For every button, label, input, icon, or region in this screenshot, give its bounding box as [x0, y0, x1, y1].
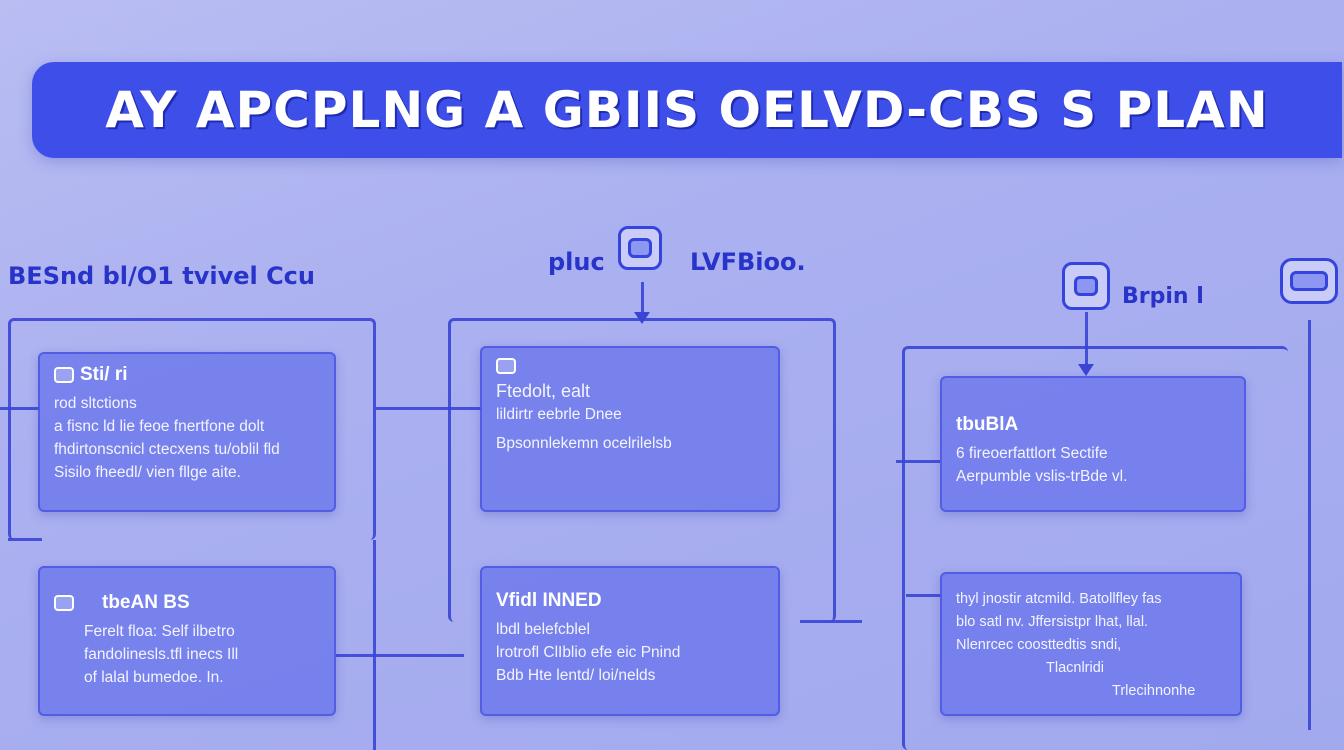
card-top-left-line: rod sltctions — [54, 395, 137, 412]
right-drop-line — [1085, 312, 1088, 368]
center-app-icon-glyph — [628, 238, 652, 258]
card-top-right-line: 6 fireoerfattlort Sectife — [956, 445, 1108, 462]
connector-right-entry — [896, 460, 940, 463]
right-frame — [902, 346, 1288, 750]
card-bottom-left-heading: tbeAN BS — [54, 592, 320, 614]
right-app-icon — [1062, 262, 1110, 310]
card-top-right-heading: tbuBlA — [956, 414, 1230, 436]
card-bottom-left-line: fandolinesls.tfl inecs Ill — [84, 646, 239, 663]
left-bottom-rail — [373, 540, 376, 750]
center-drop-line — [641, 282, 644, 318]
center-frame-foot — [800, 620, 862, 623]
card-bottom-right-line: thyl jnostir atcmild. Batollfley fas — [956, 591, 1162, 607]
card-top-center: Ftedolt, ealt lildirtr eebrle Dnee Bpson… — [480, 346, 780, 512]
card-bottom-left-icon — [54, 595, 74, 611]
card-top-center-icon — [496, 358, 516, 374]
card-bottom-left: tbeAN BS Ferelt floa: Self ilbetro fando… — [38, 566, 336, 716]
center-left-label: pluc — [548, 248, 605, 276]
center-drop-arrow — [634, 312, 650, 324]
card-bottom-right-line: Trlecihnonhe — [1112, 683, 1196, 699]
card-bottom-center-heading: Vfidl INNED — [496, 590, 764, 612]
card-bottom-left-line: of lalal bumedoe. In. — [84, 669, 224, 686]
card-bottom-center-title: Vfidl INNED — [496, 590, 602, 611]
connector-bottom-left — [336, 654, 464, 657]
far-right-icon — [1280, 258, 1338, 304]
right-outer-rail — [1308, 320, 1311, 730]
card-top-center-line: Bpsonnlekemn ocelrilelsb — [496, 435, 672, 452]
card-bottom-center: Vfidl INNED lbdl belefcblel lrotrofl ClI… — [480, 566, 780, 716]
card-top-left-icon — [54, 367, 74, 383]
title-banner: AY APCPLNG A GBIIS OELVD-CBS S PLAN — [32, 62, 1342, 158]
card-top-left-line: Sisilo fheedl/ vien fllge aite. — [54, 464, 241, 481]
card-top-left-line: fhdirtonscnicl ctecxens tu/oblil fld — [54, 441, 280, 458]
right-drop-arrow — [1078, 364, 1094, 376]
card-top-center-line: Ftedolt, ealt — [496, 381, 591, 401]
left-frame-bottom — [8, 538, 42, 541]
left-frame-top — [8, 318, 376, 540]
right-app-icon-glyph — [1074, 276, 1098, 296]
far-right-icon-glyph — [1290, 271, 1328, 291]
card-top-right-title: tbuBlA — [956, 414, 1019, 435]
card-bottom-right-line: Nlenrcec coosttedtis sndi, — [956, 637, 1122, 653]
card-bottom-center-line: lrotrofl ClIblio efe eic Pnind — [496, 644, 681, 661]
card-bottom-center-line: Bdb Hte lentd/ loi/nelds — [496, 667, 656, 684]
center-right-label: LVFBioo. — [690, 248, 806, 276]
card-top-left-line: a fisnc ld lie feoe fnertfone dolt — [54, 418, 265, 435]
card-bottom-left-title: tbeAN BS — [102, 592, 190, 613]
card-top-right: tbuBlA 6 fireoerfattlort Sectife Aerpumb… — [940, 376, 1246, 512]
card-bottom-right-line: blo satl nv. Jffersistpr lhat, llal. — [956, 614, 1149, 630]
diagram-title: AY APCPLNG A GBIIS OELVD-CBS S PLAN — [105, 81, 1269, 139]
card-bottom-right: thyl jnostir atcmild. Batollfley fas blo… — [940, 572, 1242, 716]
connector-right-lower — [906, 594, 942, 597]
connector-left-to-center — [376, 407, 482, 410]
card-top-center-line: lildirtr eebrle Dnee — [496, 406, 622, 423]
card-top-center-heading — [496, 358, 764, 374]
connector-left-stub — [0, 407, 40, 410]
left-header-label: BESnd bl/O1 tvivel Ccu — [8, 262, 315, 290]
card-bottom-right-line: Tlacnlridi — [1046, 660, 1105, 676]
card-bottom-center-line: lbdl belefcblel — [496, 621, 590, 638]
card-top-left-title: Sti/ ri — [80, 364, 128, 385]
card-top-left: Sti/ ri rod sltctions a fisnc ld lie feo… — [38, 352, 336, 512]
center-app-icon — [618, 226, 662, 270]
card-top-right-line: Aerpumble vslis-trBde vl. — [956, 468, 1128, 485]
card-bottom-left-line: Ferelt floa: Self ilbetro — [84, 623, 235, 640]
right-label: Brpin l — [1122, 284, 1204, 309]
card-top-left-heading: Sti/ ri — [54, 364, 320, 386]
